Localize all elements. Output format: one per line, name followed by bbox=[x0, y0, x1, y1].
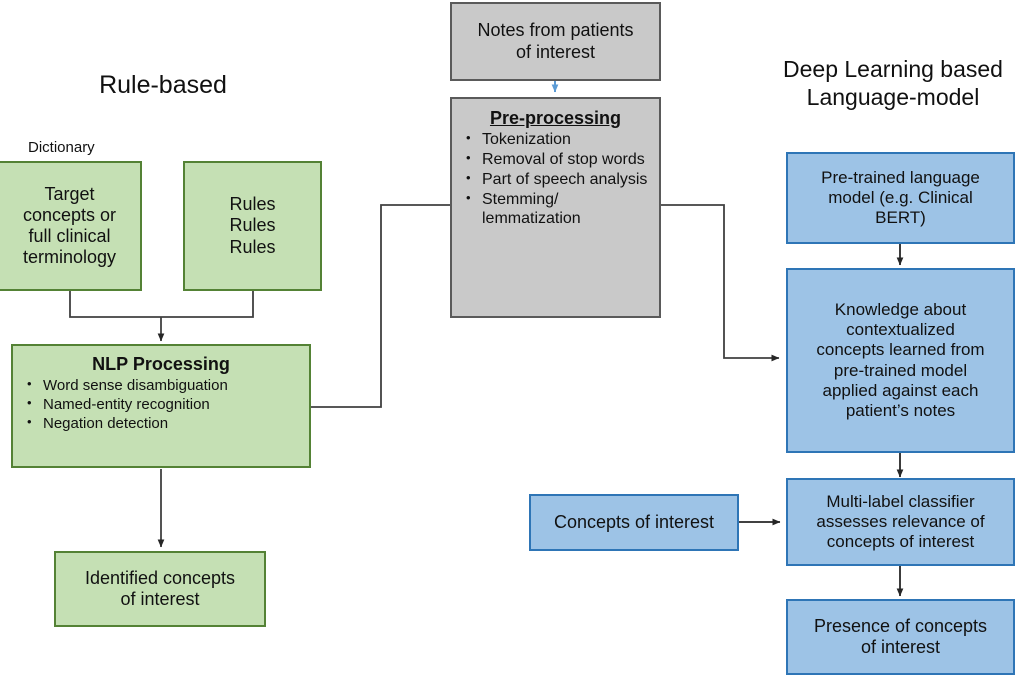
node-preprocessing-heading: Pre-processing bbox=[489, 108, 622, 128]
arrow-dictionary-rules-to-nlp bbox=[69, 291, 254, 342]
node-identified-concepts-label: Identified concepts of interest bbox=[84, 567, 236, 609]
node-knowledge-label: Knowledge about contextualized concepts … bbox=[816, 300, 985, 420]
list-item: Tokenization bbox=[466, 130, 653, 150]
node-pretrained-language-model[interactable]: Pre-trained language model (e.g. Clinica… bbox=[786, 152, 1015, 244]
node-preprocessing-list: Tokenization Removal of stop words Part … bbox=[456, 130, 655, 229]
node-notes-from-patients[interactable]: Notes from patients of interest bbox=[450, 2, 661, 81]
node-pretrained-label: Pre-trained language model (e.g. Clinica… bbox=[821, 167, 980, 228]
list-item: Removal of stop words bbox=[466, 150, 653, 170]
node-presence-of-concepts[interactable]: Presence of concepts of interest bbox=[786, 599, 1015, 675]
node-dictionary-target-concepts[interactable]: Target concepts or full clinical termino… bbox=[0, 161, 142, 291]
dictionary-caption: Dictionary bbox=[28, 139, 95, 156]
node-nlp-processing-heading: NLP Processing bbox=[92, 354, 230, 374]
node-multilabel-classifier[interactable]: Multi-label classifier assesses relevanc… bbox=[786, 478, 1015, 566]
list-item: Part of speech analysis bbox=[466, 170, 653, 190]
node-nlp-processing[interactable]: NLP Processing Word sense disambiguation… bbox=[11, 344, 311, 468]
node-dictionary-label: Target concepts or full clinical termino… bbox=[22, 183, 117, 268]
arrow-preprocessing-to-nlp bbox=[301, 204, 451, 411]
list-item: Named-entity recognition bbox=[27, 395, 303, 414]
node-rules-label: Rules Rules Rules bbox=[229, 194, 276, 257]
node-presence-label: Presence of concepts of interest bbox=[813, 615, 988, 657]
node-nlp-processing-list: Word sense disambiguation Named-entity r… bbox=[17, 376, 305, 433]
node-concepts-of-interest[interactable]: Concepts of interest bbox=[529, 494, 739, 551]
node-classifier-label: Multi-label classifier assesses relevanc… bbox=[816, 491, 985, 552]
node-identified-concepts[interactable]: Identified concepts of interest bbox=[54, 551, 266, 627]
list-item: Stemming/ lemmatization bbox=[466, 190, 653, 229]
node-notes-label: Notes from patients of interest bbox=[477, 20, 634, 62]
right-column-title: Deep Learning based Language-model bbox=[783, 56, 1003, 111]
arrow-preprocessing-to-knowledge bbox=[661, 204, 780, 362]
list-item: Word sense disambiguation bbox=[27, 376, 303, 395]
node-rules[interactable]: Rules Rules Rules bbox=[183, 161, 322, 291]
left-column-title: Rule-based bbox=[99, 71, 227, 99]
node-knowledge-contextualized[interactable]: Knowledge about contextualized concepts … bbox=[786, 268, 1015, 453]
node-concepts-of-interest-label: Concepts of interest bbox=[553, 511, 715, 532]
node-preprocessing[interactable]: Pre-processing Tokenization Removal of s… bbox=[450, 97, 661, 318]
list-item: Negation detection bbox=[27, 414, 303, 433]
